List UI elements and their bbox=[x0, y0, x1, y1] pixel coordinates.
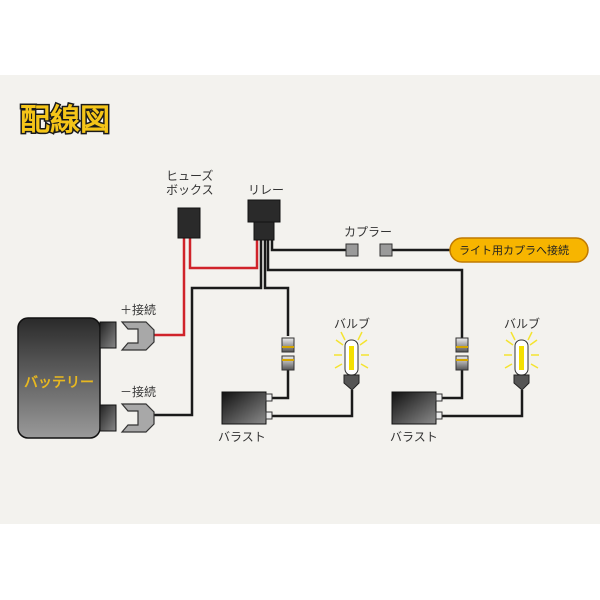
left-ballast-label: バラスト bbox=[218, 430, 266, 444]
left-ballast: バラスト bbox=[218, 391, 273, 444]
red-wires bbox=[154, 238, 259, 337]
minus-connector: －接続 bbox=[120, 384, 156, 433]
left-bulb: バルブ bbox=[334, 316, 370, 391]
fuse-box: ヒューズ ボックス bbox=[166, 168, 214, 239]
black-wires bbox=[154, 240, 524, 418]
battery-label: バッテリー bbox=[24, 375, 94, 391]
fuse-box-label-1: ヒューズ bbox=[166, 168, 213, 183]
right-ballast-label: バラスト bbox=[390, 430, 438, 444]
left-harness-connector bbox=[281, 337, 295, 371]
light-coupler-pill-label: ライト用カプラへ接続 bbox=[459, 243, 569, 257]
relay-label: リレー bbox=[248, 183, 284, 197]
right-harness-connector bbox=[455, 337, 469, 371]
diagram-panel bbox=[0, 75, 600, 524]
light-coupler-pill: ライト用カプラへ接続 bbox=[449, 237, 589, 263]
relay: リレー bbox=[247, 183, 284, 241]
plus-connector: ＋接続 bbox=[120, 302, 156, 351]
right-ballast: バラスト bbox=[390, 391, 443, 444]
battery: バッテリー bbox=[17, 317, 117, 439]
right-bulb-label: バルブ bbox=[504, 316, 540, 331]
left-bulb-label: バルブ bbox=[334, 316, 370, 331]
coupler: カプラー bbox=[344, 225, 393, 257]
right-bulb: バルブ bbox=[504, 316, 540, 391]
plus-connection-label: ＋接続 bbox=[120, 302, 156, 317]
minus-connection-label: －接続 bbox=[120, 384, 156, 399]
diagram-title: 配線図 bbox=[20, 103, 110, 138]
coupler-label: カプラー bbox=[344, 225, 392, 239]
fuse-box-label-2: ボックス bbox=[166, 183, 214, 197]
